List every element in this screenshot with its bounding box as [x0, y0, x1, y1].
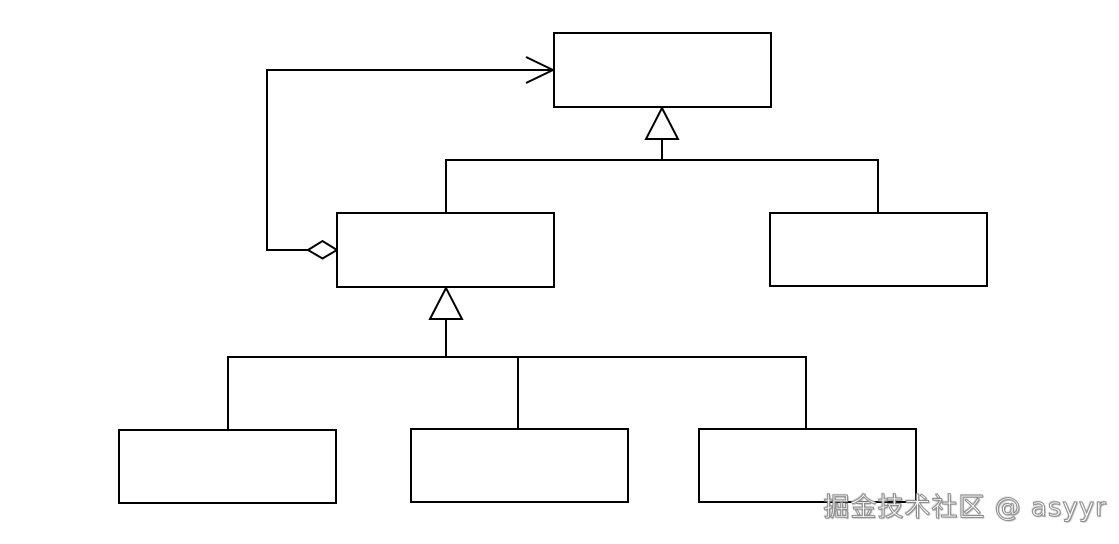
class-box-mid-right: [769, 212, 988, 287]
class-box-bottom-right: [698, 428, 917, 503]
class-box-bottom-left: [118, 429, 337, 504]
class-box-bottom-middle: [410, 428, 629, 503]
watermark-text: 掘金技术社区 @ asyyr: [823, 493, 1107, 524]
aggregation-connector-line: [266, 69, 551, 251]
aggregation-diamond-icon: [306, 239, 339, 260]
class-box-mid-left: [336, 212, 555, 288]
edge-generalization-mid-to-top: [445, 105, 879, 213]
generalization-triangle-icon: [644, 105, 680, 140]
generalization-triangle-icon: [428, 285, 464, 320]
class-box-top: [553, 32, 772, 108]
edge-generalization-bottom-to-midleft: [227, 285, 807, 430]
open-arrowhead-icon: [525, 56, 554, 84]
connector-branch: [445, 159, 879, 213]
